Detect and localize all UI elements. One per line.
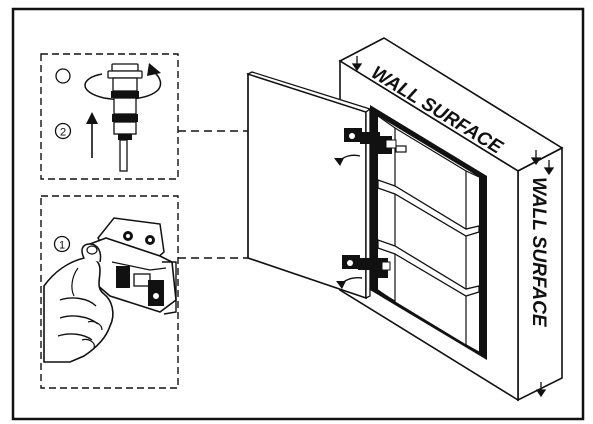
step-2-number: 2 (60, 127, 66, 139)
lower-hinge (336, 255, 391, 289)
cabinet-door (246, 71, 372, 300)
step-marker-circle (55, 68, 71, 84)
upper-hinge (334, 128, 407, 166)
wall-arrows-top (351, 56, 542, 166)
up-arrow-icon (86, 112, 98, 158)
step-1-marker (53, 235, 71, 253)
hinge-plate (89, 217, 177, 315)
step-2-marker (54, 122, 72, 140)
shelf-lower (377, 239, 480, 297)
hinge-pin (107, 63, 143, 172)
hand-illustration (43, 243, 114, 363)
wall-arrows-side (535, 160, 555, 398)
detail-box-step-1: 1 (40, 195, 179, 389)
wall-surface-label-side: WALL SURFACE (528, 177, 549, 328)
shelf-upper (377, 179, 480, 237)
step-1-number: 1 (59, 240, 65, 252)
detail-box-step-2: 2 (40, 53, 179, 180)
